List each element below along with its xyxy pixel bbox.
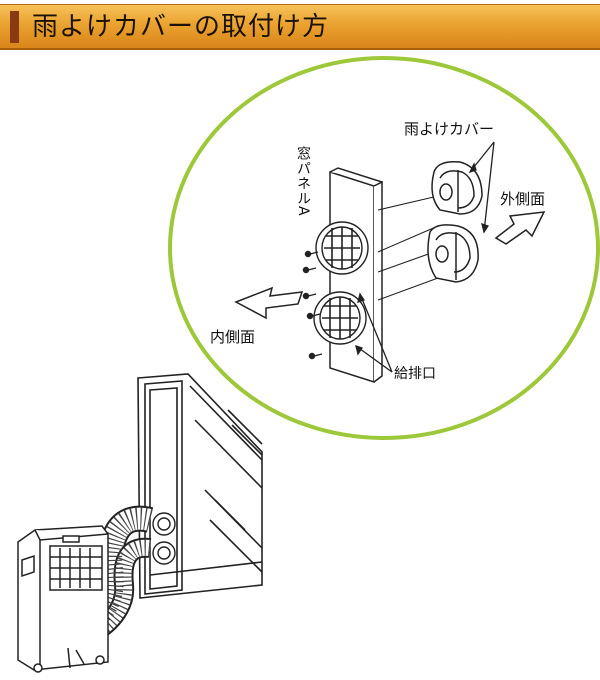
title-bar: 雨よけカバーの取付け方 (0, 4, 600, 50)
window-panel-label: 窓パネルA (295, 145, 311, 216)
vent-grille-lower (313, 291, 367, 345)
rain-cover-label: 雨よけカバー (404, 120, 494, 138)
rain-cover-upper (431, 160, 483, 215)
inside-label: 内側面 (210, 328, 255, 346)
window-frame (137, 373, 263, 599)
detail-callout-circle (168, 56, 600, 440)
alignment-lines (377, 195, 439, 301)
vent-label: 給排口 (394, 366, 436, 382)
outside-direction-arrow (494, 211, 546, 245)
portable-air-conditioner (17, 525, 109, 673)
inside-direction-arrow (234, 286, 304, 320)
outside-label: 外側面 (500, 190, 545, 208)
panel-vents-small (152, 512, 176, 565)
window-panel-a (329, 167, 383, 384)
vent-grille-upper (315, 221, 369, 275)
mounting-screws (302, 250, 323, 360)
vent-pointer-lines (355, 292, 393, 373)
rain-cover-pointer-lines (468, 141, 495, 234)
title-accent-mark (10, 11, 19, 43)
rain-cover-lower (427, 224, 479, 283)
page-title: 雨よけカバーの取付け方 (32, 12, 330, 42)
